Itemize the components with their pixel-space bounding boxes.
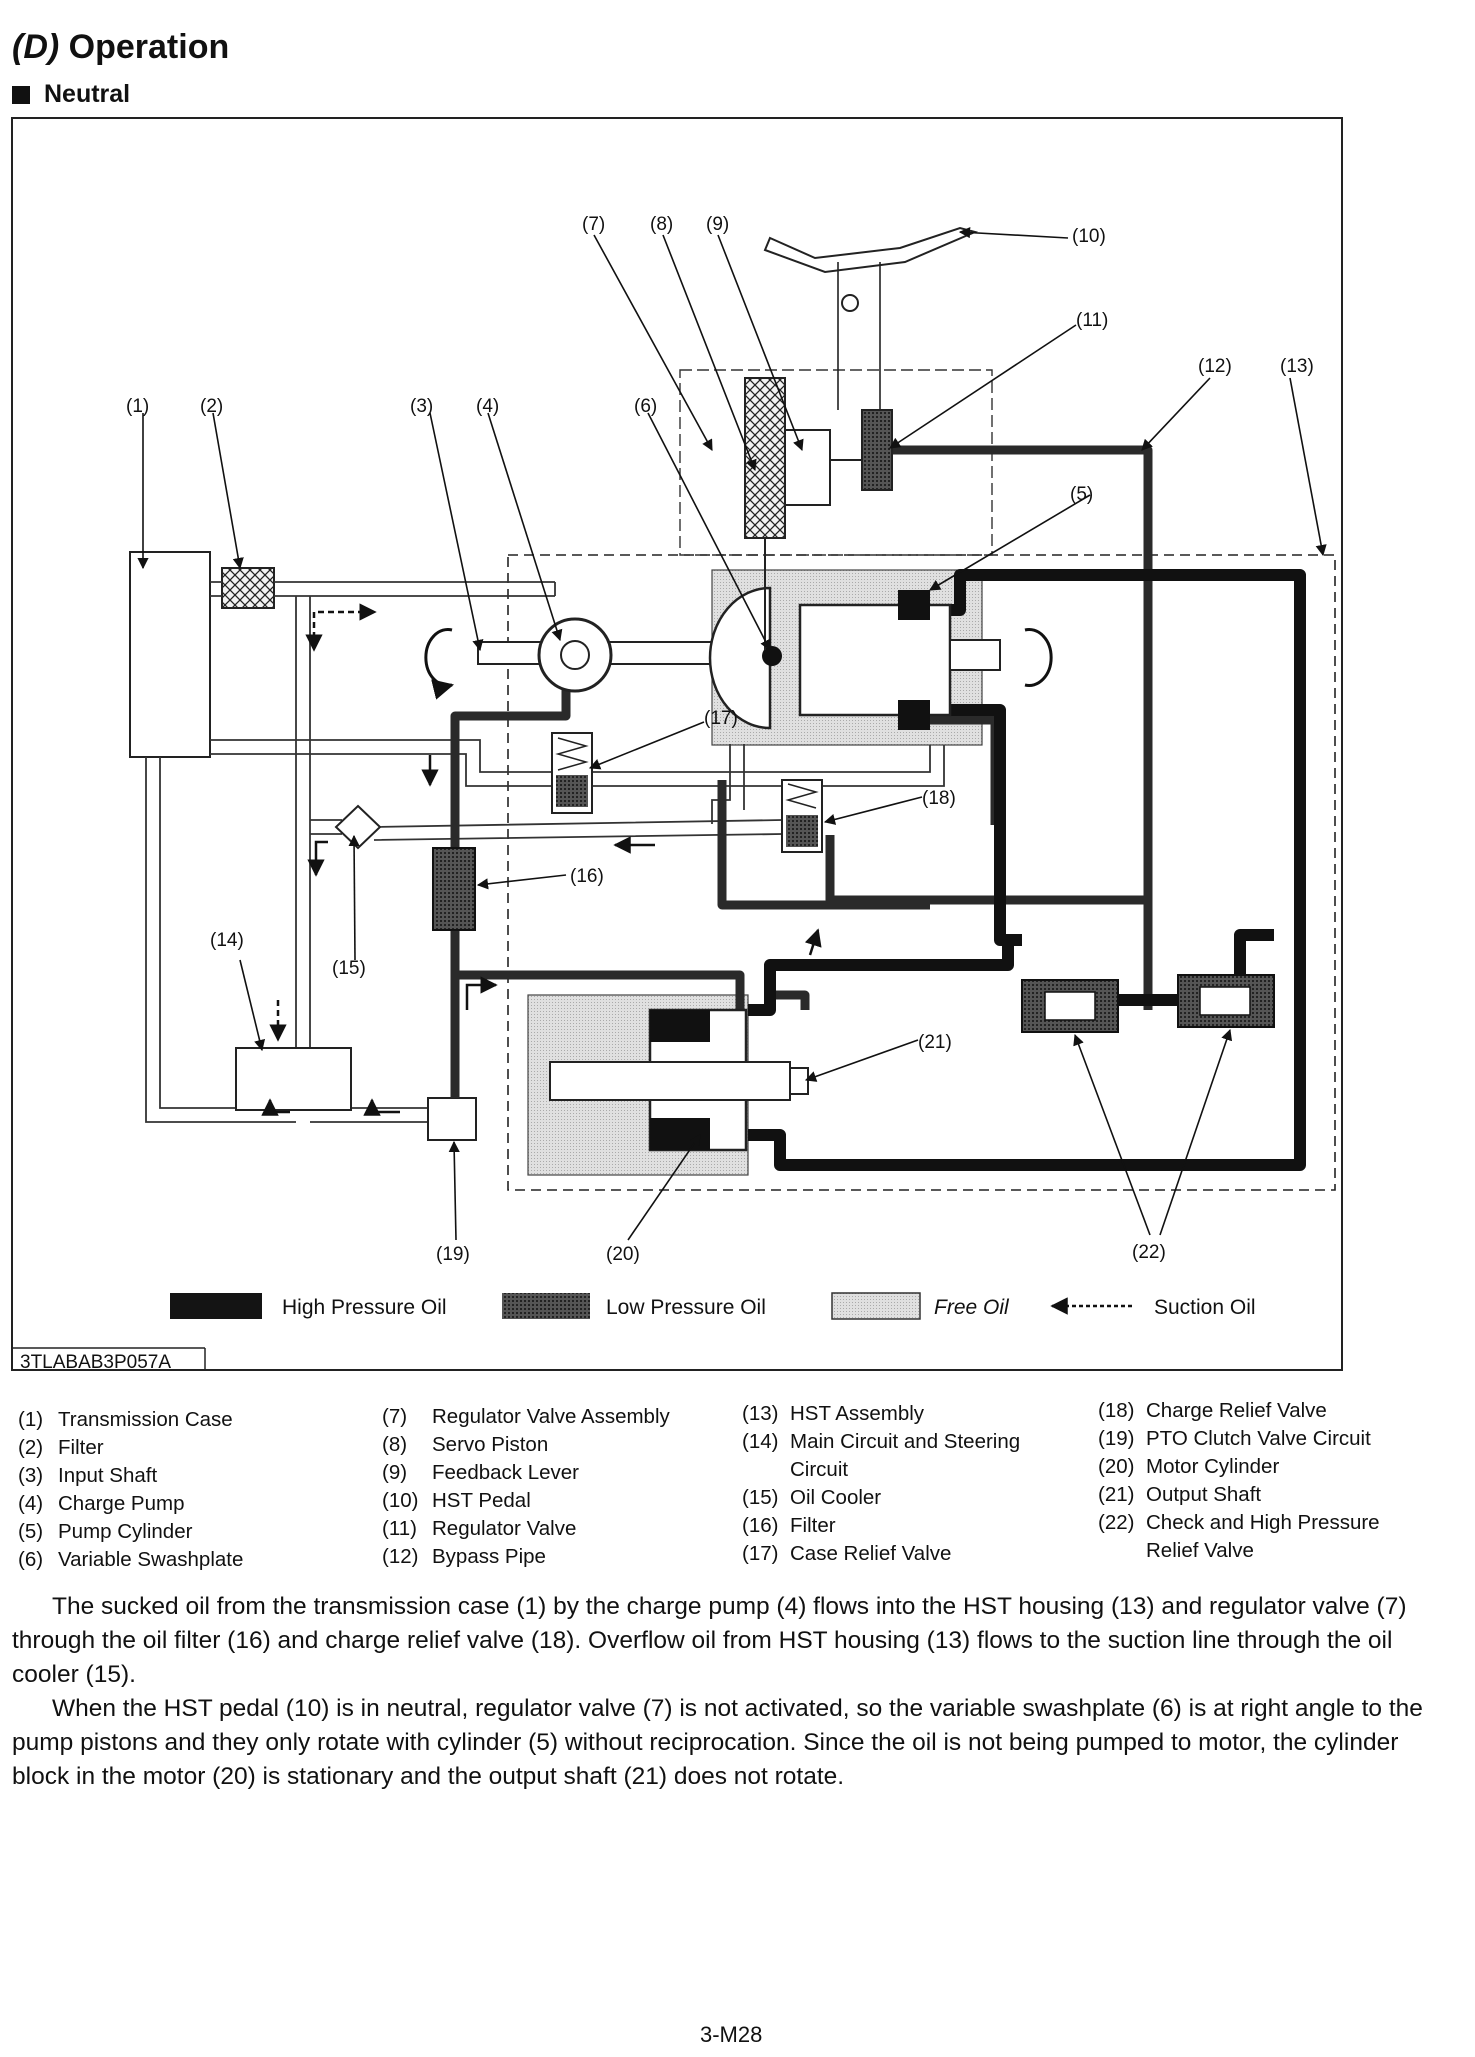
transmission-case xyxy=(129,551,211,758)
callout-labels: (1) (2) (3) (4) (5) (6) (7) (8) (9) (10)… xyxy=(126,214,1314,1265)
callout-6: (6) xyxy=(634,396,657,417)
parts-list-col-2: (7)Regulator Valve Assembly (8)Servo Pis… xyxy=(382,1403,670,1571)
callout-2: (2) xyxy=(200,396,223,417)
callout-11: (11) xyxy=(1076,310,1108,331)
callout-13: (13) xyxy=(1280,356,1314,377)
oil-legend: High Pressure Oil Low Pressure Oil Free … xyxy=(170,1292,1256,1320)
callout-22: (22) xyxy=(1132,1242,1166,1263)
part-item: (21)Output Shaft xyxy=(1098,1483,1262,1506)
input-shaft xyxy=(477,641,749,665)
parts-list-col-1: (1)Transmission Case (2)Filter (3)Input … xyxy=(18,1406,243,1574)
part-item: (22)Check and High Pressure xyxy=(1098,1511,1380,1534)
legend-high-pressure-swatch xyxy=(170,1293,262,1319)
page-number: 3-M28 xyxy=(700,2022,763,2047)
output-shaft xyxy=(549,1061,791,1101)
part-item: (15)Oil Cooler xyxy=(742,1486,882,1509)
part-item-continuation: Relief Valve xyxy=(1146,1539,1254,1562)
part-item: (5)Pump Cylinder xyxy=(18,1520,193,1543)
callout-8: (8) xyxy=(650,214,673,235)
oil-filter xyxy=(432,847,476,931)
part-item: (16)Filter xyxy=(742,1514,836,1537)
part-item: (6)Variable Swashplate xyxy=(18,1548,244,1571)
callout-1: (1) xyxy=(126,396,149,417)
part-item: (2)Filter xyxy=(18,1436,104,1459)
part-item-continuation: Circuit xyxy=(790,1458,849,1481)
section-title: Operation xyxy=(68,28,230,66)
legend-low-pressure-label: Low Pressure Oil xyxy=(606,1296,766,1319)
legend-free-oil-label: Free Oil xyxy=(934,1296,1010,1319)
part-item: (9)Feedback Lever xyxy=(382,1461,580,1484)
hst-pedal xyxy=(763,226,979,274)
legend-suction-label: Suction Oil xyxy=(1154,1296,1256,1319)
part-item: (12)Bypass Pipe xyxy=(382,1545,546,1568)
callout-16: (16) xyxy=(570,866,604,887)
paragraph-suction-flow: The sucked oil from the transmission cas… xyxy=(12,1593,1407,1688)
section-heading: (D) Operation xyxy=(12,28,229,67)
part-item: (14)Main Circuit and Steering xyxy=(742,1430,1021,1453)
callout-3: (3) xyxy=(410,396,433,417)
callout-21: (21) xyxy=(918,1032,952,1053)
part-item: (7)Regulator Valve Assembly xyxy=(382,1405,670,1428)
callout-15: (15) xyxy=(332,958,366,979)
callout-7: (7) xyxy=(582,214,605,235)
oil-cooler xyxy=(334,804,382,850)
part-item: (18)Charge Relief Valve xyxy=(1098,1399,1327,1422)
leader-lines xyxy=(137,226,1327,1241)
parts-list-col-4: (18)Charge Relief Valve (19)PTO Clutch V… xyxy=(1098,1397,1380,1565)
part-item: (1)Transmission Case xyxy=(18,1408,233,1431)
callout-18: (18) xyxy=(922,788,956,809)
part-item: (11)Regulator Valve xyxy=(382,1517,577,1540)
callout-10: (10) xyxy=(1072,226,1106,247)
callout-17: (17) xyxy=(704,708,738,729)
callout-4: (4) xyxy=(476,396,499,417)
part-item: (13)HST Assembly xyxy=(742,1402,925,1425)
legend-free-oil-swatch xyxy=(831,1292,921,1320)
pto-clutch-valve-box xyxy=(427,1097,477,1141)
legend-high-pressure-label: High Pressure Oil xyxy=(282,1296,447,1319)
parts-list-col-3: (13)HST Assembly (14)Main Circuit and St… xyxy=(742,1400,1020,1568)
callout-9: (9) xyxy=(706,214,729,235)
part-item: (4)Charge Pump xyxy=(18,1492,185,1515)
regulator-valve-assembly-box xyxy=(679,369,993,556)
legend-low-pressure-swatch xyxy=(502,1293,590,1319)
callout-5: (5) xyxy=(1070,484,1093,505)
main-circuit-box xyxy=(235,1047,352,1111)
callout-19: (19) xyxy=(436,1244,470,1265)
flow-arrows xyxy=(261,603,822,1116)
subsection-heading: Neutral xyxy=(12,80,130,109)
callout-12: (12) xyxy=(1198,356,1232,377)
callout-20: (20) xyxy=(606,1244,640,1265)
regulator-valve xyxy=(861,409,893,491)
paragraph-neutral-state: When the HST pedal (10) is in neutral, r… xyxy=(12,1695,1423,1790)
figure-code: 3TLABAB3P057A xyxy=(20,1352,171,1373)
suction-filter xyxy=(221,567,275,609)
servo-piston xyxy=(744,377,786,539)
callout-14: (14) xyxy=(210,930,244,951)
bullet-square-icon xyxy=(12,85,30,104)
section-prefix: (D) xyxy=(12,28,60,66)
part-item: (17)Case Relief Valve xyxy=(742,1542,952,1565)
part-item: (20)Motor Cylinder xyxy=(1098,1455,1280,1478)
part-item: (3)Input Shaft xyxy=(18,1464,158,1487)
operation-description: The sucked oil from the transmission cas… xyxy=(12,1590,1462,1794)
part-item: (10)HST Pedal xyxy=(382,1489,531,1512)
part-item: (19)PTO Clutch Valve Circuit xyxy=(1098,1427,1371,1450)
diagram-frame xyxy=(11,117,1343,1371)
pump-cylinder xyxy=(798,603,952,717)
part-item: (8)Servo Piston xyxy=(382,1433,549,1456)
subsection-title: Neutral xyxy=(44,80,131,108)
